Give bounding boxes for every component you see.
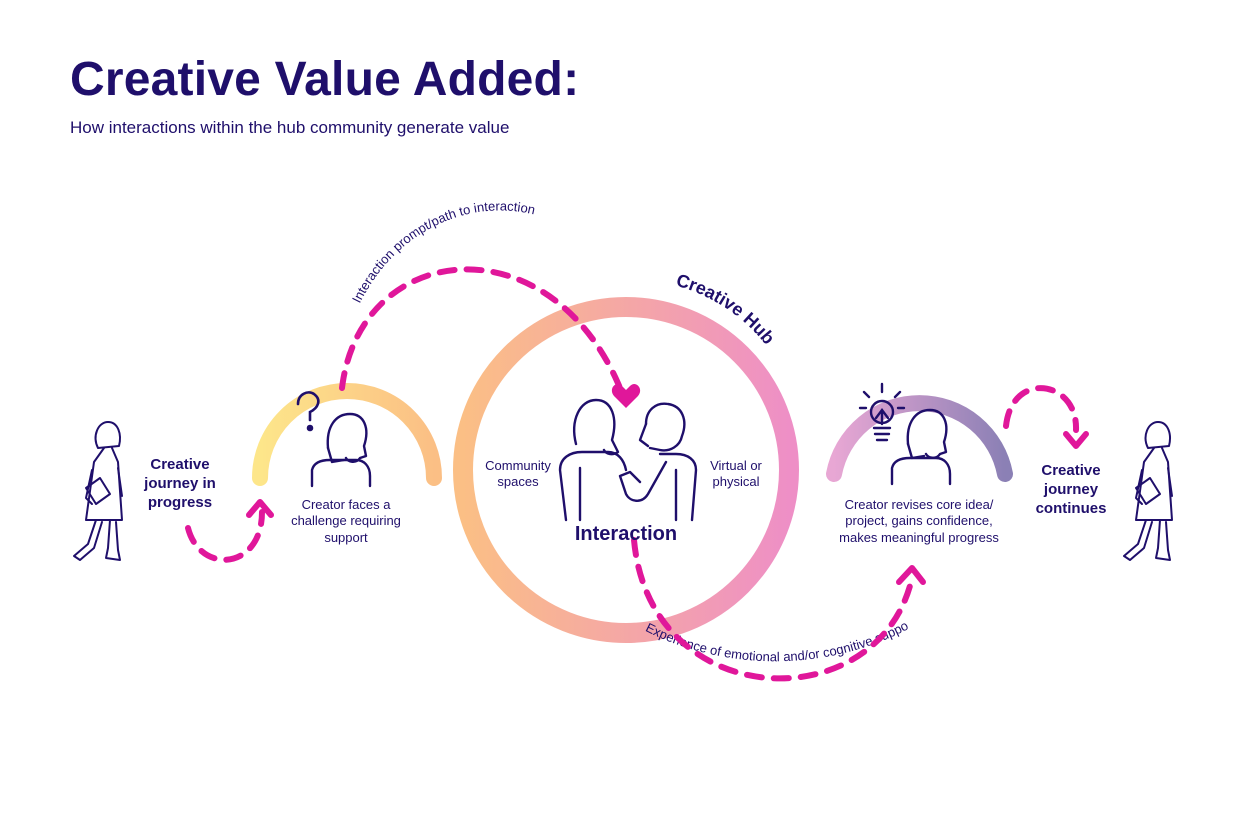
heart-icon	[611, 384, 641, 408]
support-path	[631, 537, 915, 682]
walking-woman-icon	[1123, 421, 1173, 561]
arrowhead-up-right	[896, 565, 926, 585]
person-icon	[310, 412, 372, 488]
page-title: Creative Value Added:	[70, 53, 580, 106]
challenge-label: Creator faces a challenge requiring supp…	[291, 497, 401, 545]
journey-start-loop	[185, 509, 265, 563]
prompt-path	[339, 266, 623, 391]
journey-start-label: Creative journey in progress	[144, 456, 216, 511]
challenge-arc	[252, 383, 442, 486]
lightbulb-icon	[858, 382, 906, 442]
prompt-path-label: Interaction prompt/path to interaction	[349, 198, 537, 305]
question-mark-icon	[296, 391, 320, 432]
virtual-or-physical-label: Virtual or physical	[710, 458, 762, 490]
progress-arc	[826, 395, 1013, 482]
arrowhead-up-left	[246, 499, 274, 518]
arrowhead-down-right	[1063, 431, 1089, 449]
page-subtitle: How interactions within the hub communit…	[70, 118, 510, 137]
community-spaces-label: Community spaces	[485, 458, 551, 490]
two-people-talking-icon	[558, 398, 698, 522]
interaction-label: Interaction	[574, 523, 678, 545]
journey-continues-label: Creative journey continues	[1035, 462, 1107, 517]
creative-hub-ring	[453, 297, 799, 643]
walking-woman-icon	[73, 421, 123, 561]
person-icon	[890, 408, 952, 486]
revises-label: Creator revises core idea/ project, gain…	[839, 497, 999, 545]
journey-continues-loop	[1003, 385, 1080, 433]
